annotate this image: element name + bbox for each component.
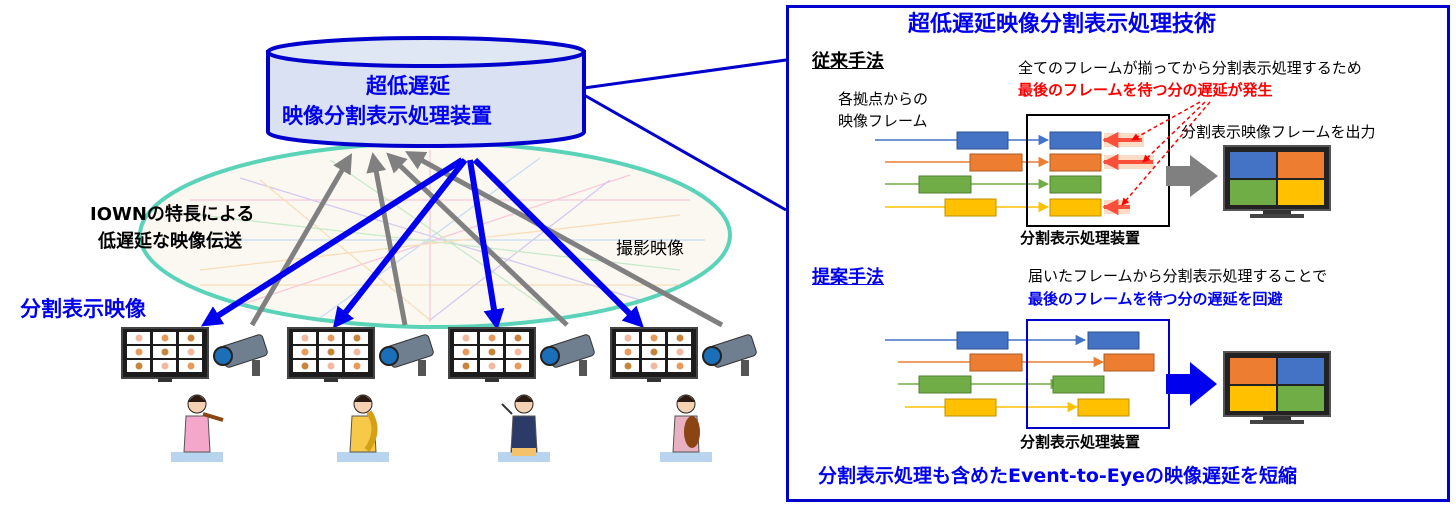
input-label-line2: 映像フレーム [838,112,928,130]
frame-yellow [944,198,997,217]
frame-blue [956,131,1009,150]
conventional-note-line1: 全てのフレームが揃ってから分割表示処理するため [1018,59,1362,77]
technology-panel [786,5,1450,502]
conclusion-text: 分割表示処理も含めたEvent-to-Eyeの映像遅延を短縮 [818,465,1298,487]
cellist-icon [660,394,712,462]
camera-icon [213,334,268,376]
processing-device-cylinder [266,36,586,148]
proposed-note-line1: 届いたフレームから分割表示処理することで [1028,267,1328,285]
input-label-line1: 各拠点からの [838,90,929,108]
station-1 [121,327,268,462]
iown-text-line1: IOWNの特長による [90,204,255,225]
proposed-diagram [885,319,1331,429]
station-2 [287,327,434,462]
split-display-label: 分割表示映像 [20,297,146,321]
violinist-icon [171,394,224,462]
split-monitor [287,327,375,382]
device-label-line1: 超低遅延 [366,74,450,98]
saxophonist-icon [337,394,389,462]
captured-video-label: 撮影映像 [616,239,684,259]
device-label-line2: 映像分割表示処理装置 [282,104,492,128]
conductor-icon [498,394,550,462]
split-monitor [121,327,209,382]
proposed-device-label: 分割表示処理装置 [1020,433,1141,451]
camera-icon [379,334,434,376]
proposed-note-line2: 最後のフレームを待つ分の遅延を回避 [1028,290,1283,308]
camera-icon [702,334,757,376]
output-arrow-gray [1166,155,1218,197]
conventional-heading: 従来手法 [812,51,884,72]
display-arrows [200,157,644,331]
conventional-note-line2: 最後のフレームを待つ分の遅延が発生 [1018,81,1273,99]
frame-green [918,175,972,194]
split-monitor [610,327,698,382]
delay-callout [1121,101,1211,206]
station-3 [448,327,595,462]
output-arrow-blue [1166,362,1217,406]
conventional-device-label: 分割表示処理装置 [1020,229,1141,247]
iown-text-line2: 低遅延な映像伝送 [98,231,242,252]
proposed-heading: 提案手法 [812,267,884,288]
station-4 [610,327,757,462]
split-monitor [448,327,536,382]
frame-orange [969,153,1023,172]
conventional-diagram [875,101,1331,227]
waiting-arrows [1102,132,1153,215]
panel-title: 超低遅延映像分割表示処理技術 [908,12,1217,37]
camera-icon [540,334,595,376]
callout-lines [583,58,787,212]
output-label: 分割表示映像フレームを出力 [1181,123,1376,141]
